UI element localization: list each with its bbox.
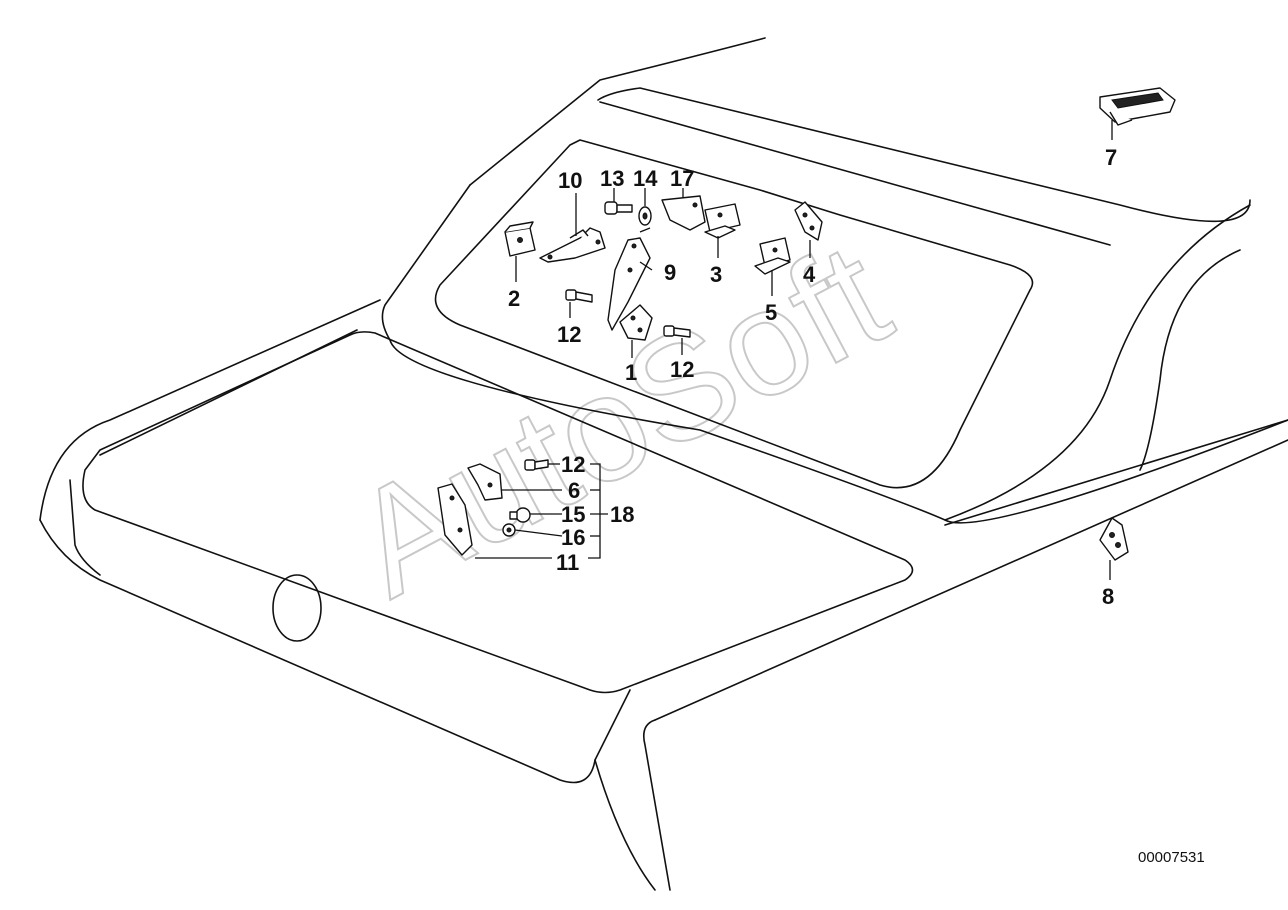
callout-4: 4 — [803, 262, 816, 287]
callout-8: 8 — [1102, 584, 1114, 609]
part-15-icon — [509, 507, 531, 523]
callout-18: 18 — [610, 502, 634, 527]
callout-17: 17 — [670, 166, 694, 191]
part-3-icon — [704, 203, 741, 239]
part-9-icon — [607, 237, 651, 331]
part-10-icon — [539, 227, 606, 263]
callout-12-lower: 12 — [561, 452, 585, 477]
callout-6: 6 — [568, 478, 580, 503]
part-8-icon — [1099, 517, 1129, 561]
callout-5: 5 — [765, 300, 777, 325]
callout-11: 11 — [556, 550, 579, 575]
part-5-icon — [754, 237, 791, 275]
callout-9: 9 — [664, 260, 676, 285]
part-16-icon — [502, 523, 516, 537]
car-body-outline — [39, 37, 1288, 891]
callout-13: 13 — [600, 166, 624, 191]
callouts: 10 13 14 17 9 3 4 5 2 12 1 12 7 8 12 6 1… — [508, 145, 1117, 609]
callout-14: 14 — [633, 166, 658, 191]
leader-lines — [475, 120, 1113, 580]
callout-1: 1 — [625, 360, 637, 385]
callout-12-upper: 12 — [557, 322, 581, 347]
callout-12-mid: 12 — [670, 357, 694, 382]
part-13-icon — [604, 201, 633, 215]
document-number: 00007531 — [1138, 849, 1205, 866]
callout-16: 16 — [561, 525, 585, 550]
part-14-icon — [638, 206, 652, 226]
part-2-icon — [504, 221, 536, 257]
part-12-screw-upper — [565, 289, 593, 303]
callout-3: 3 — [710, 262, 722, 287]
part-7-icon — [1099, 87, 1176, 126]
part-1-icon — [619, 304, 653, 341]
callout-2: 2 — [508, 286, 520, 311]
part-12-screw-lower — [524, 459, 549, 471]
part-11-icon — [437, 483, 473, 556]
part-icons — [437, 87, 1176, 561]
callout-7: 7 — [1105, 145, 1117, 170]
callout-15: 15 — [561, 502, 585, 527]
part-4-icon — [794, 201, 823, 241]
part-17-icon — [639, 195, 706, 233]
part-6-icon — [467, 463, 503, 501]
callout-10: 10 — [558, 168, 582, 193]
part-12-screw-mid — [663, 325, 691, 338]
